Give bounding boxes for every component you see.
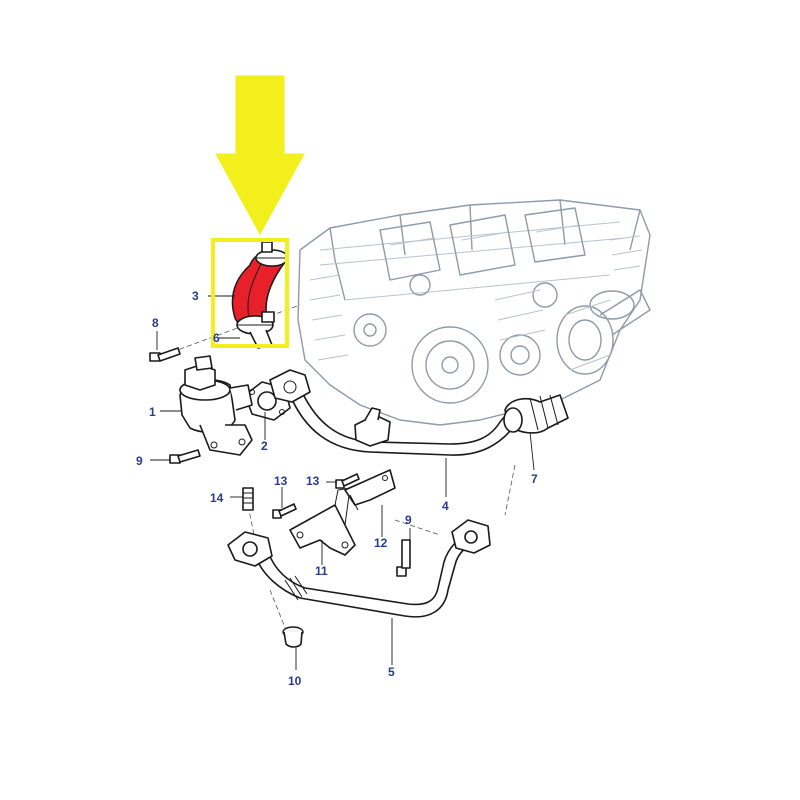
part-10-plug: [282, 626, 304, 648]
part-11-bracket: [289, 487, 356, 556]
callout-2: 2: [261, 439, 268, 453]
engine-block: [297, 199, 651, 426]
pipe-sensor: [354, 407, 391, 447]
part-13-bolt-left: [272, 503, 297, 519]
arrow-down-icon: [215, 75, 305, 236]
callout-4: 4: [442, 499, 449, 513]
engine-pulleys: [353, 274, 558, 404]
callout-3: 3: [192, 289, 199, 303]
callout-13-left: 13: [274, 474, 288, 488]
callout-13-right: 13: [306, 474, 320, 488]
part-12-bracket: [344, 469, 396, 511]
part-14-stud: [242, 487, 254, 511]
callout-10: 10: [288, 674, 302, 688]
lower-pipe-flange-left: [227, 531, 273, 567]
part-4-egr-pipe: [269, 369, 521, 456]
callout-6: 6: [213, 331, 220, 345]
highlight-box: [211, 238, 289, 348]
callout-8: 8: [152, 316, 159, 330]
engine-ribs: [309, 235, 643, 361]
callout-12: 12: [374, 536, 388, 550]
part-8-bolt: [149, 347, 181, 362]
leader-lines: [150, 295, 535, 670]
callout-9-left: 9: [136, 454, 143, 468]
callout-9-right: 9: [405, 513, 412, 527]
part-9-bolt-left: [169, 449, 201, 464]
callout-14: 14: [210, 491, 224, 505]
part-5-lower-pipe: [227, 519, 491, 618]
callout-1: 1: [149, 405, 156, 419]
callout-labels: 3 6 8 1 2 9 14 13 13 11 12 9 4 5 10 7: [136, 289, 538, 688]
callout-11: 11: [315, 564, 328, 578]
hose-clip-lower: [236, 311, 275, 335]
part-9-bolt-right: [396, 539, 411, 577]
part-3-egr-hose: [231, 241, 289, 349]
lower-pipe-flange-right: [451, 519, 491, 554]
part-1-egr-valve: [179, 355, 253, 456]
part-13-bolt-right: [335, 473, 360, 489]
callout-7: 7: [531, 472, 538, 486]
part-7-flex-connector: [503, 394, 569, 434]
hose-clip-upper: [255, 241, 289, 267]
turbocharger: [556, 289, 651, 375]
camshaft-covers: [379, 207, 586, 281]
callout-5: 5: [388, 665, 395, 679]
